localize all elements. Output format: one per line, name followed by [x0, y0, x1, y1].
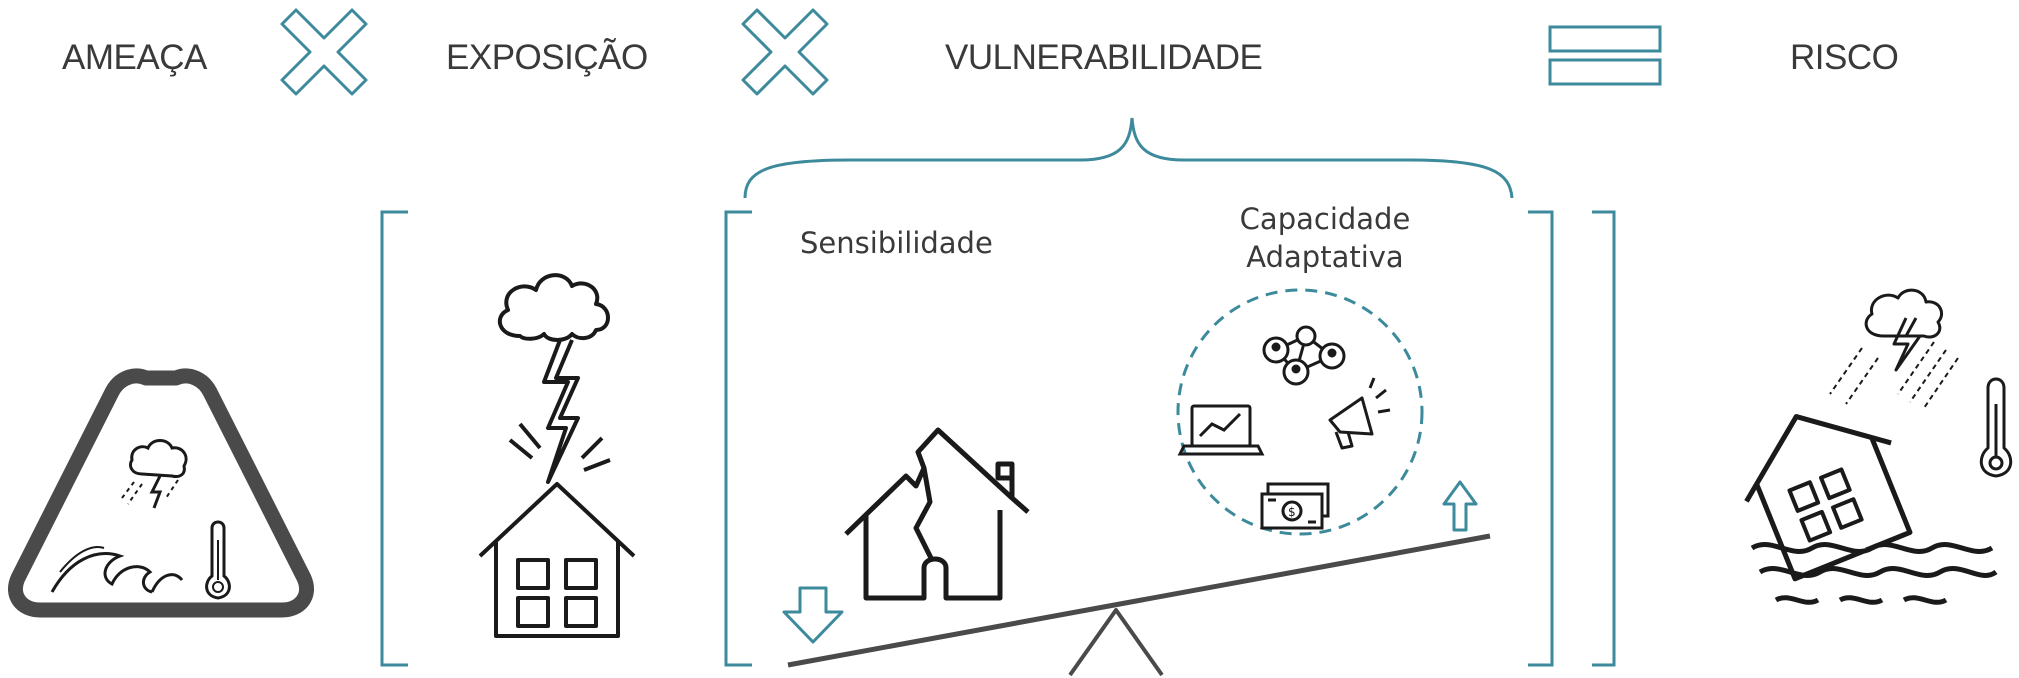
lightning-house-icon [478, 273, 636, 638]
svg-text:$: $ [1288, 505, 1296, 519]
sensitivity-label: Sensibilidade [800, 226, 993, 260]
vulnerability-label: VULNERABILIDADE [945, 38, 1263, 77]
seesaw [787, 533, 1491, 677]
vulnerability-brace [743, 117, 1514, 199]
equals-icon [1548, 25, 1662, 86]
arrow-down-icon [782, 586, 844, 644]
laptop-chart-icon [1177, 404, 1265, 456]
money-icon: $ [1260, 482, 1330, 530]
adaptive-capacity-line1: Capacidade [1239, 202, 1411, 236]
risk-label: RISCO [1790, 38, 1899, 77]
flooded-house-icon [1744, 288, 2013, 605]
outer-left-bracket [380, 210, 408, 667]
network-icon [1262, 325, 1346, 386]
inner-right-bracket [1528, 210, 1554, 667]
megaphone-icon [1328, 377, 1391, 450]
inner-left-bracket [724, 210, 752, 667]
outer-right-bracket [1592, 210, 1616, 667]
broken-house-icon [844, 427, 1030, 601]
threat-label: AMEAÇA [62, 38, 207, 77]
hazard-warning-icon [8, 368, 314, 618]
multiply-icon [280, 8, 368, 96]
adaptive-capacity-label: Capacidade Adaptativa [1210, 200, 1440, 276]
adaptive-capacity-circle [1176, 288, 1424, 536]
exposure-label: EXPOSIÇÃO [446, 38, 648, 77]
multiply-icon [741, 8, 829, 96]
arrow-up-icon [1442, 480, 1478, 532]
adaptive-capacity-line2: Adaptativa [1246, 240, 1404, 274]
